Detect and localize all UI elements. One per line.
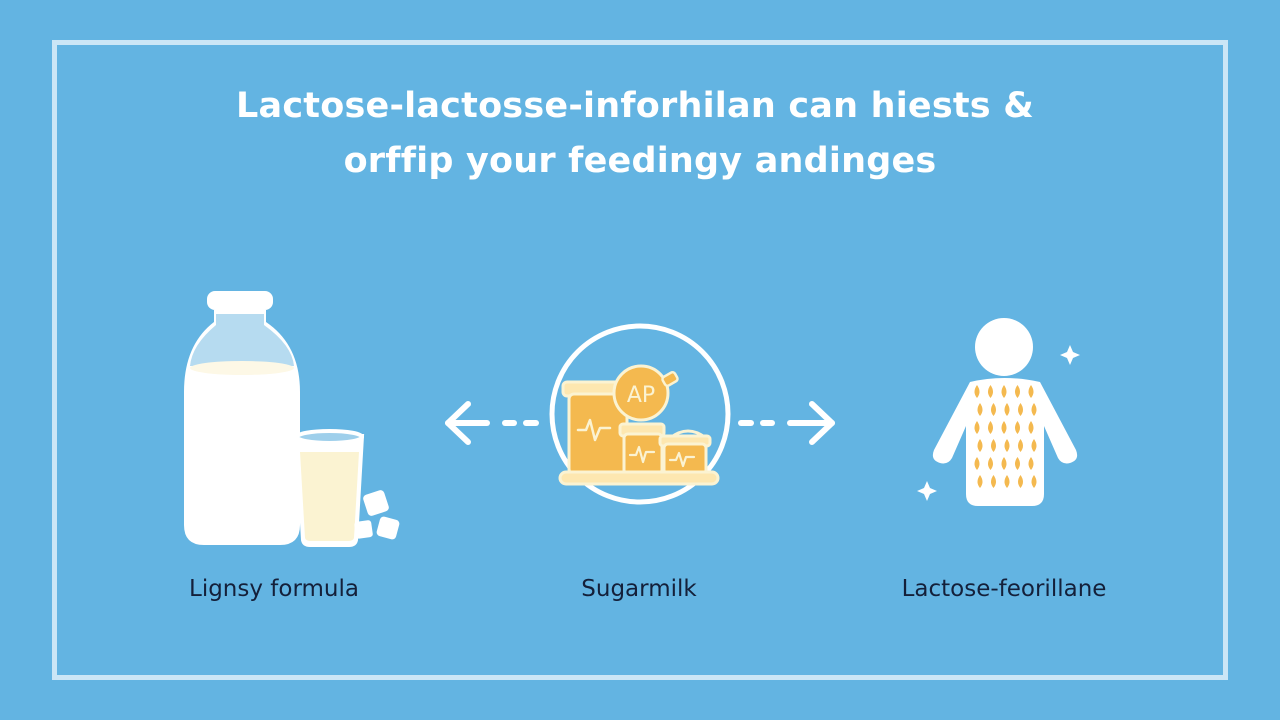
droplet-dot	[974, 421, 980, 434]
droplet-dot	[1028, 457, 1034, 470]
droplet-dot	[1031, 475, 1037, 488]
droplet-dot	[988, 385, 993, 398]
droplet-dot	[991, 439, 996, 452]
droplet-dot	[977, 403, 983, 416]
droplet-dot	[1001, 385, 1007, 398]
arrow-right-icon	[738, 401, 835, 445]
caption-sugarmilk: Sugarmilk	[581, 576, 697, 602]
droplet-dot	[1004, 439, 1010, 452]
heading-line-2: orffip your feedingy andinges	[343, 141, 937, 181]
milk-glass-icon	[294, 429, 365, 547]
sugar-jars-icon: AP	[549, 323, 731, 505]
droplet-dot	[991, 403, 996, 416]
droplet-dot	[1031, 403, 1037, 416]
droplet-dot	[1004, 475, 1010, 488]
droplet-dot	[988, 421, 993, 434]
droplet-dot	[988, 457, 993, 470]
person-icon	[932, 318, 1078, 506]
droplet-dot	[1018, 439, 1023, 452]
droplet-dot	[1015, 421, 1020, 434]
droplet-dot	[1031, 439, 1037, 452]
milk-bottle-icon	[184, 291, 300, 545]
droplet-dot	[1018, 403, 1023, 416]
arrow-left-icon	[445, 401, 539, 445]
caption-formula: Lignsy formula	[189, 576, 359, 602]
droplet-dot	[1015, 457, 1020, 470]
heading-line-1: Lactose-lactosse-inforhilan can hiests &	[236, 86, 1034, 126]
droplet-dot	[1001, 421, 1007, 434]
badge-text: AP	[627, 383, 655, 408]
droplet-dot	[974, 457, 980, 470]
droplet-dot	[977, 475, 983, 488]
droplet-dot	[991, 475, 996, 488]
droplet-dot	[1015, 385, 1020, 398]
droplet-dot	[1028, 421, 1034, 434]
droplet-dot	[974, 385, 980, 398]
border-frame	[52, 40, 1228, 680]
droplet-dot	[977, 439, 983, 452]
droplet-dot	[1004, 403, 1010, 416]
droplet-dot	[1018, 475, 1023, 488]
droplet-dot	[1028, 385, 1034, 398]
caption-lactose: Lactose-feorillane	[901, 576, 1107, 602]
droplet-dot	[1001, 457, 1007, 470]
sugar-cubes-icon	[354, 490, 400, 540]
sparkle-icon	[917, 345, 1080, 501]
